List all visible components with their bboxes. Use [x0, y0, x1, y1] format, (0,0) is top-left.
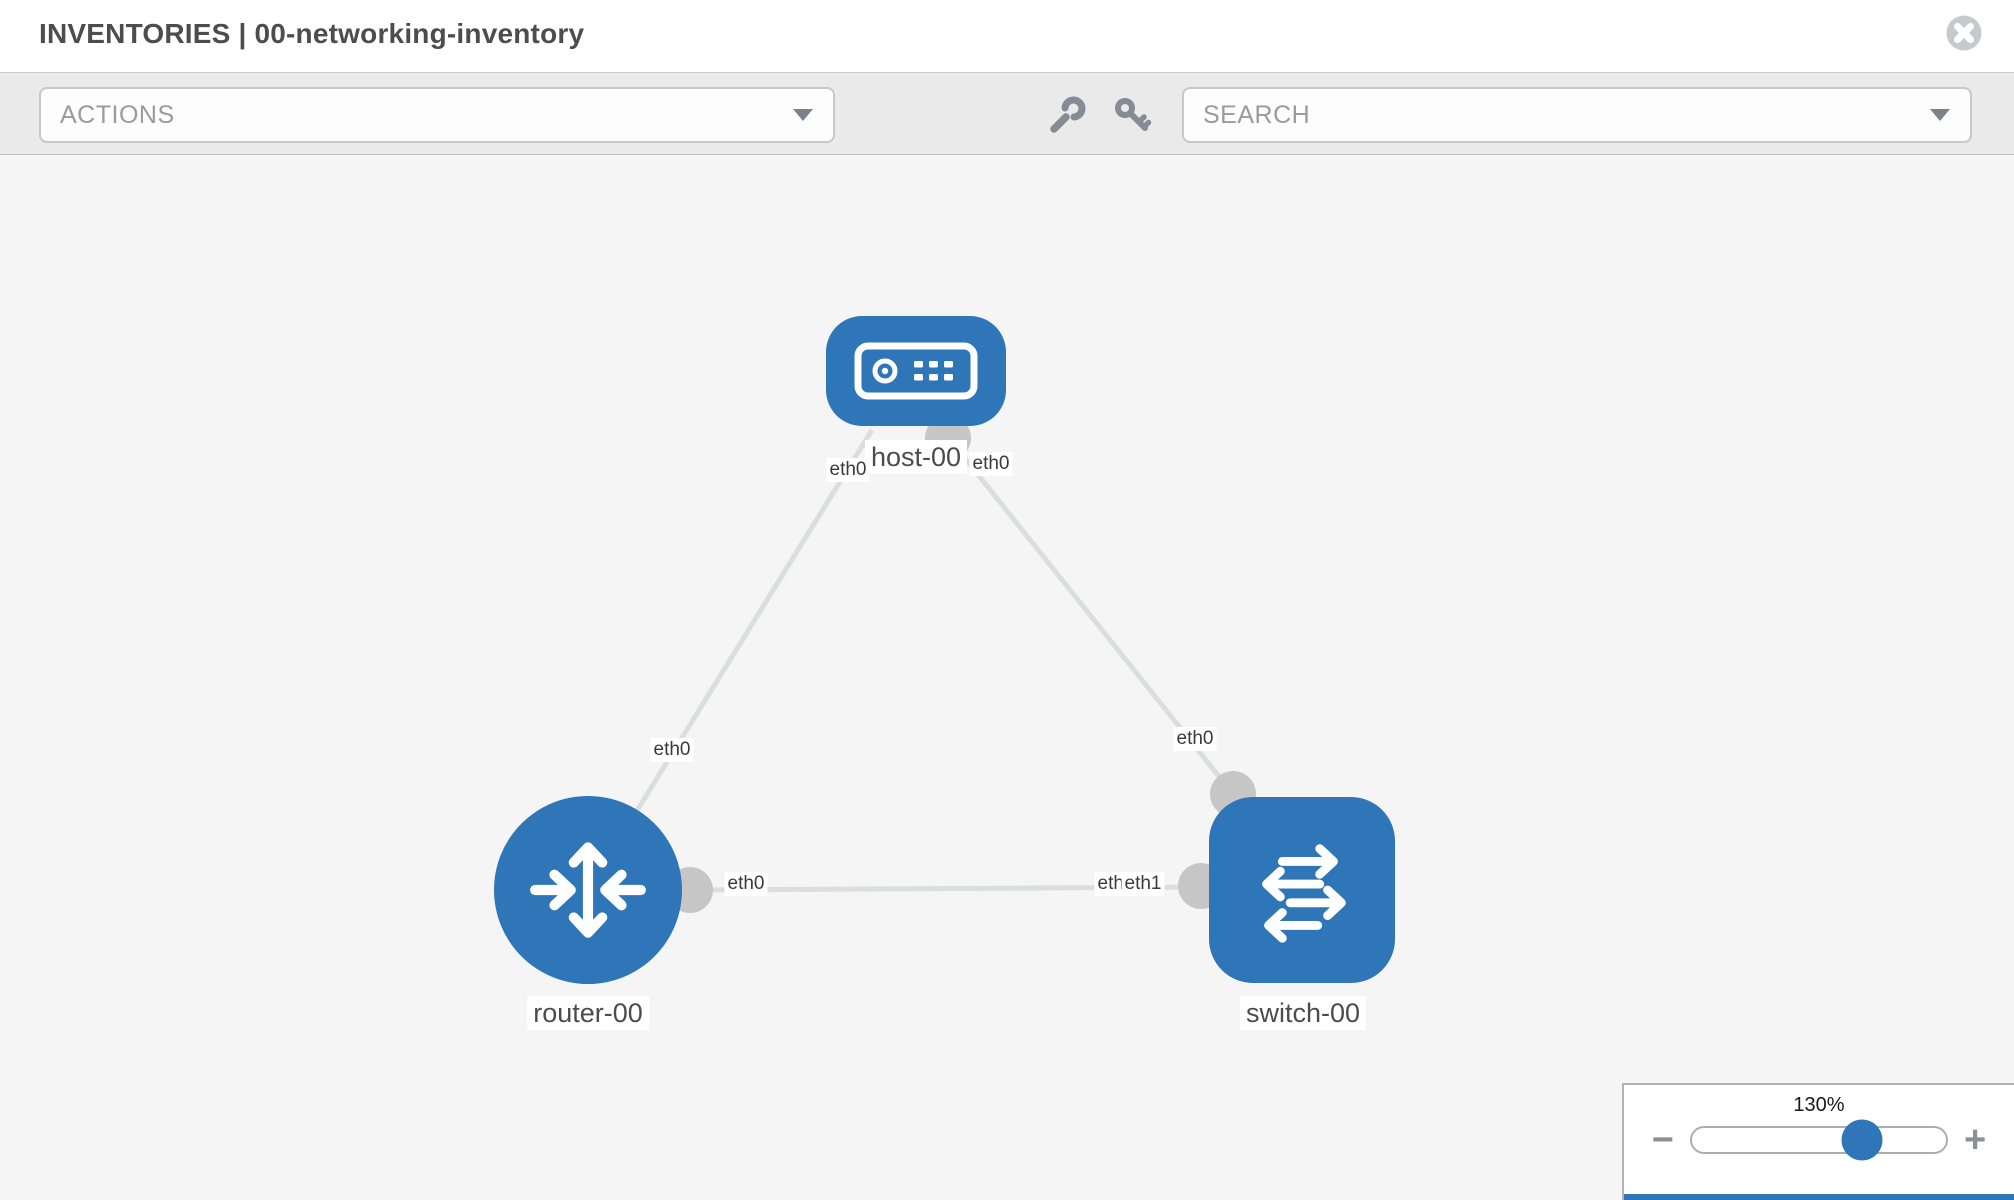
key-icon [1115, 98, 1152, 131]
router-icon [530, 842, 646, 938]
toolbar: ACTIONS SEARCH [0, 72, 2014, 155]
actions-dropdown-label: ACTIONS [60, 100, 175, 129]
chevron-down-icon [1930, 109, 1950, 121]
chevron-down-icon [793, 109, 813, 121]
interface-label-host-to-switch: eth0 [969, 452, 1013, 476]
node-host-00[interactable] [826, 316, 1006, 426]
bottom-accent-bar [1624, 1194, 2014, 1200]
interface-label-router-to-host: eth0 [650, 738, 694, 762]
interface-label-host-to-router: eth0 [826, 458, 870, 482]
close-icon [1946, 15, 1982, 51]
zoom-slider-thumb[interactable] [1841, 1119, 1883, 1161]
node-router-00[interactable] [494, 796, 682, 984]
wrench-icon [1050, 96, 1086, 133]
interface-label-router-to-switch: eth0 [724, 872, 768, 896]
node-label-host: host-00 [864, 440, 968, 474]
search-dropdown[interactable]: SEARCH [1182, 87, 1972, 143]
interface-label-switch-to-host: eth0 [1173, 727, 1217, 751]
zoom-slider-track[interactable] [1690, 1119, 1948, 1161]
interface-label-switch-to-router: eth1 [1121, 872, 1165, 896]
host-icon [854, 342, 978, 400]
topology-links [585, 425, 1235, 893]
key-tool-button[interactable] [1112, 95, 1154, 137]
close-button[interactable] [1945, 14, 1983, 52]
switch-icon [1262, 844, 1346, 943]
configure-tool-button[interactable] [1045, 95, 1087, 137]
node-label-switch: switch-00 [1239, 996, 1367, 1030]
page-title: INVENTORIES | 00-networking-inventory [39, 18, 585, 49]
topology-canvas[interactable]: host-00 router-00 switch-00 eth0 eth0 et… [0, 155, 2014, 1200]
node-switch-00[interactable] [1209, 797, 1395, 983]
zoom-in-button[interactable]: + [1964, 1119, 1987, 1161]
actions-dropdown[interactable]: ACTIONS [39, 87, 835, 143]
search-dropdown-label: SEARCH [1203, 100, 1311, 129]
zoom-out-button[interactable]: − [1651, 1119, 1674, 1161]
page-header: INVENTORIES | 00-networking-inventory [0, 0, 2014, 72]
node-label-router: router-00 [527, 996, 649, 1030]
zoom-percentage: 130% [1793, 1094, 1845, 1116]
zoom-control-panel: 130% − + [1622, 1083, 2014, 1200]
